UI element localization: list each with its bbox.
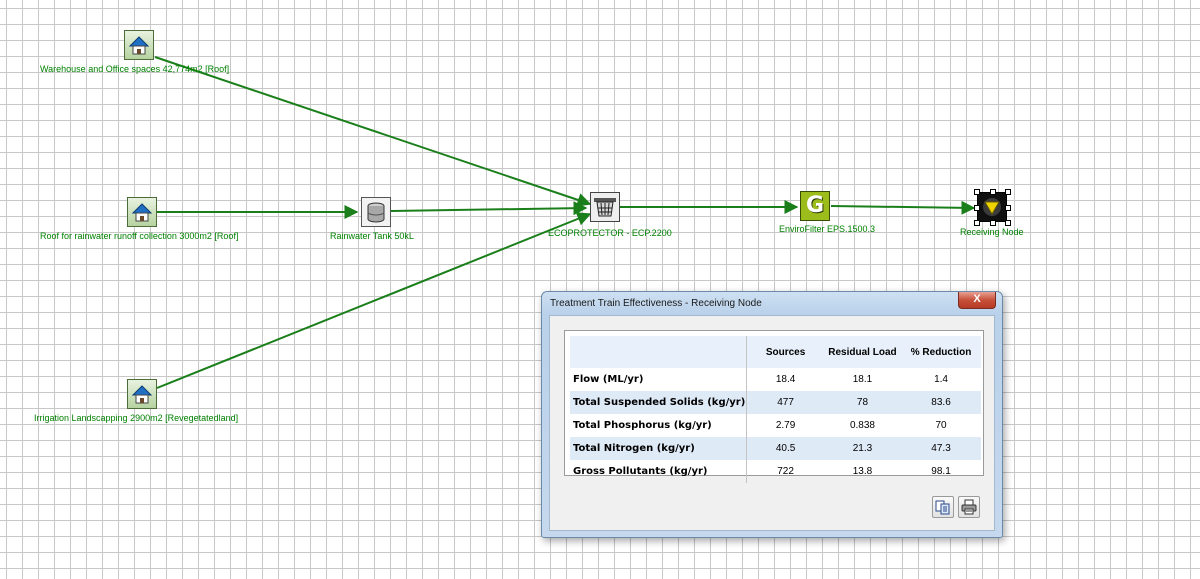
selection-handle[interactable] [990,189,996,195]
node-ecoprotector[interactable] [590,192,620,222]
table-cell: 18.1 [852,374,873,385]
print-button[interactable] [958,496,980,518]
table-cell: 722 [777,466,794,477]
treatment-train-dialog[interactable]: Treatment Train Effectiveness - Receivin… [541,291,1003,538]
table-cell: 40.5 [746,437,824,460]
filter-g-glyph: G [805,193,825,218]
selection-handle[interactable] [1005,189,1011,195]
table-cell: 78 [823,391,902,414]
node-roof[interactable] [127,197,157,227]
table-corner-cell [570,336,748,368]
link-irrigation-ecoprotector[interactable] [156,212,592,389]
row-label: Total Nitrogen (kg/yr) [570,437,748,460]
basket-filter-icon [590,192,620,222]
column-header[interactable]: Residual Load [823,336,902,368]
node-irrigation-label: Irrigation Landscapping 2900m2 [Revegeta… [34,413,239,423]
row-label: Total Phosphorus (kg/yr) [570,414,748,437]
row-label: Gross Pollutants (kg/yr) [570,460,748,483]
table-cell: 2.79 [775,420,796,431]
node-warehouse[interactable] [124,30,154,60]
table-cell: 47.3 [901,437,981,460]
copy-icon [935,500,950,515]
node-irrigation[interactable] [127,379,157,409]
table-cell: 13.8 [852,466,873,477]
dialog-title: Treatment Train Effectiveness - Receivin… [550,298,762,309]
table-cell: 98.1 [931,466,951,477]
tank-icon [361,197,391,227]
node-envirofilter[interactable]: G [800,191,830,221]
node-ecoprotector-label: ECOPROTECTOR - ECP.2200 [548,228,672,238]
table-row[interactable]: Total Suspended Solids (kg/yr) 477 78 83… [570,391,981,414]
table-cell: 1.4 [934,374,948,385]
selection-handle[interactable] [1005,220,1011,226]
table-cell: 477 [746,391,824,414]
results-table-frame: Sources Residual Load % Reduction Flow (… [564,330,984,483]
table-row[interactable]: Total Phosphorus (kg/yr) 2.79 0.838 70 [570,414,981,437]
node-receiving-label: Receiving Node [960,227,1024,237]
selection-handle[interactable] [990,220,996,226]
selection-handle[interactable] [974,189,980,195]
copy-button[interactable] [932,496,954,518]
filter-g-icon: G [800,191,830,221]
selection-handle[interactable] [1005,205,1011,211]
table-row[interactable]: Total Nitrogen (kg/yr) 40.5 21.3 47.3 [570,437,981,460]
node-tank-label: Rainwater Tank 50kL [330,231,414,241]
printer-icon [961,499,977,515]
node-receiving[interactable] [974,189,1011,226]
table-cell: 0.838 [849,420,875,431]
house-icon [124,30,154,60]
node-envirofilter-label: EnviroFilter EPS.1500.3 [779,224,876,234]
table-cell: 83.6 [901,391,981,414]
house-icon [127,379,157,409]
table-row[interactable]: Gross Pollutants (kg/yr) 722 13.8 98.1 [570,460,981,483]
results-table: Sources Residual Load % Reduction Flow (… [570,336,981,483]
table-header-row: Sources Residual Load % Reduction [570,336,981,368]
table-row[interactable]: Flow (ML/yr) 18.4 18.1 1.4 [570,368,981,391]
table-cell: 18.4 [775,374,796,385]
link-envirofilter-receiving[interactable] [830,200,976,215]
receiving-node-icon [977,192,1007,222]
table-cell: 70 [935,420,947,431]
column-header[interactable]: % Reduction [901,336,981,368]
house-icon [127,197,157,227]
dialog-body: Sources Residual Load % Reduction Flow (… [549,315,995,531]
node-roof-label: Roof for rainwater runoff collection 300… [40,231,239,241]
table-cell: 21.3 [823,437,902,460]
column-header[interactable]: Sources [746,336,824,368]
selection-handle[interactable] [974,205,980,211]
row-label: Total Suspended Solids (kg/yr) [570,391,748,414]
node-tank[interactable] [361,197,391,227]
close-button[interactable]: X [958,292,996,309]
node-warehouse-label: Warehouse and Office spaces 42,774m2 [Ro… [40,64,230,74]
link-tank-ecoprotector[interactable] [390,201,588,216]
selection-handle[interactable] [974,220,980,226]
link-warehouse-ecoprotector[interactable] [154,56,592,207]
row-label: Flow (ML/yr) [570,368,748,391]
